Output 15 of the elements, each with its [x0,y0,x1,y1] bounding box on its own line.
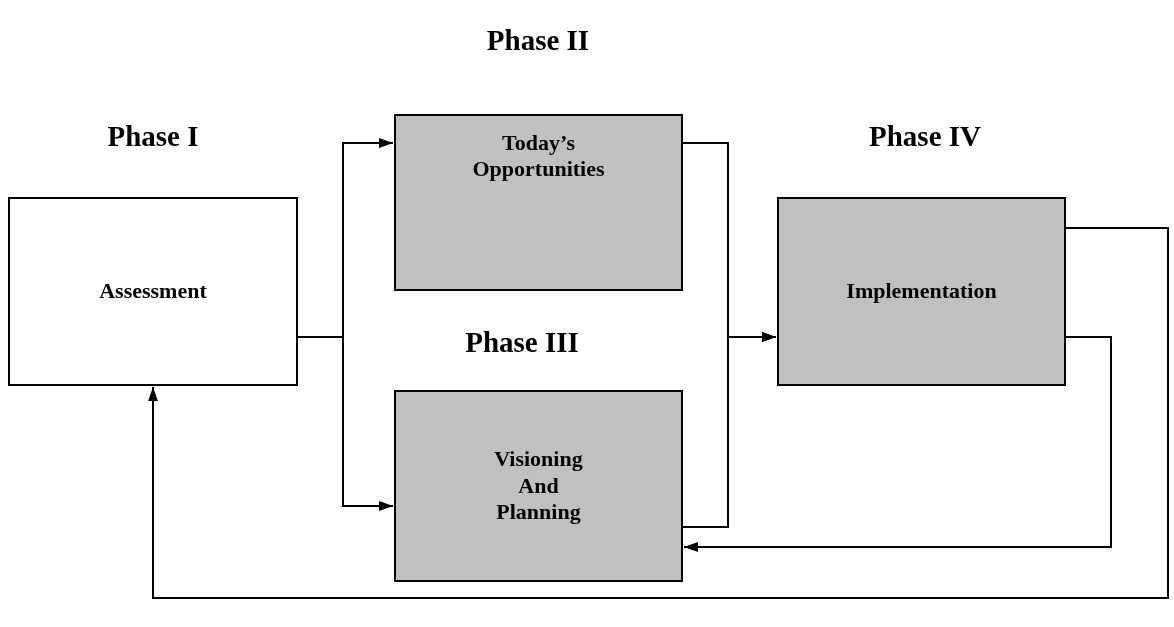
box-label: Today’s Opportunities [471,130,606,183]
phase-heading: Phase IV [869,120,981,153]
process-box [394,114,683,291]
box-label: Implementation [845,278,998,305]
process-box [394,390,683,582]
arrow [297,336,394,511]
phase-heading: Phase I [107,120,199,153]
arrow [148,227,1169,599]
phase-heading: Phase II [486,24,590,57]
process-box [777,197,1066,386]
box-label: Assessment [98,278,208,305]
process-box [8,197,298,386]
phase-heading: Phase III [465,326,579,359]
box-label: Visioning And Planning [493,446,584,526]
arrow [683,336,1112,552]
